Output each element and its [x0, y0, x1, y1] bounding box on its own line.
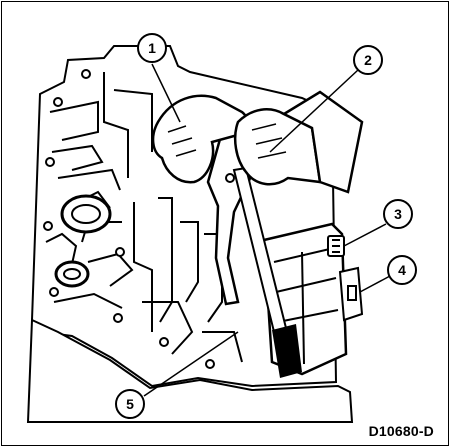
- leader-2: [269, 69, 359, 153]
- callout-2-label: 2: [364, 52, 372, 68]
- callout-4: 4: [387, 255, 417, 285]
- leader-5: [143, 331, 239, 397]
- callout-3-label: 3: [394, 206, 402, 222]
- callout-5-label: 5: [126, 396, 134, 412]
- callout-4-label: 4: [398, 262, 406, 278]
- leader-4: [359, 275, 391, 293]
- right-hand: [234, 108, 322, 186]
- callout-5: 5: [115, 389, 145, 419]
- small-bore: [54, 260, 90, 288]
- left-hand-shading: [167, 125, 197, 157]
- accumulator-bore: [60, 194, 112, 234]
- leader-1: [151, 63, 181, 123]
- valve-passages: [45, 72, 243, 363]
- callout-2: 2: [353, 45, 383, 75]
- solenoid-detail-lines: [273, 247, 339, 365]
- transmission-case: [26, 318, 354, 423]
- right-hand-shading: [251, 123, 287, 159]
- tool-shaft: [232, 166, 302, 378]
- left-hand: [151, 94, 249, 184]
- retaining-bolt: [327, 235, 345, 257]
- callout-1: 1: [137, 33, 167, 63]
- electrical-connector: [338, 266, 364, 322]
- bracket-hole: [225, 173, 235, 183]
- callout-3: 3: [383, 199, 413, 229]
- right-sleeve: [281, 90, 364, 194]
- leader-3: [343, 223, 387, 247]
- leader-lines: [143, 63, 391, 397]
- figure-id: D10680-D: [368, 423, 434, 439]
- callout-1-label: 1: [148, 40, 156, 56]
